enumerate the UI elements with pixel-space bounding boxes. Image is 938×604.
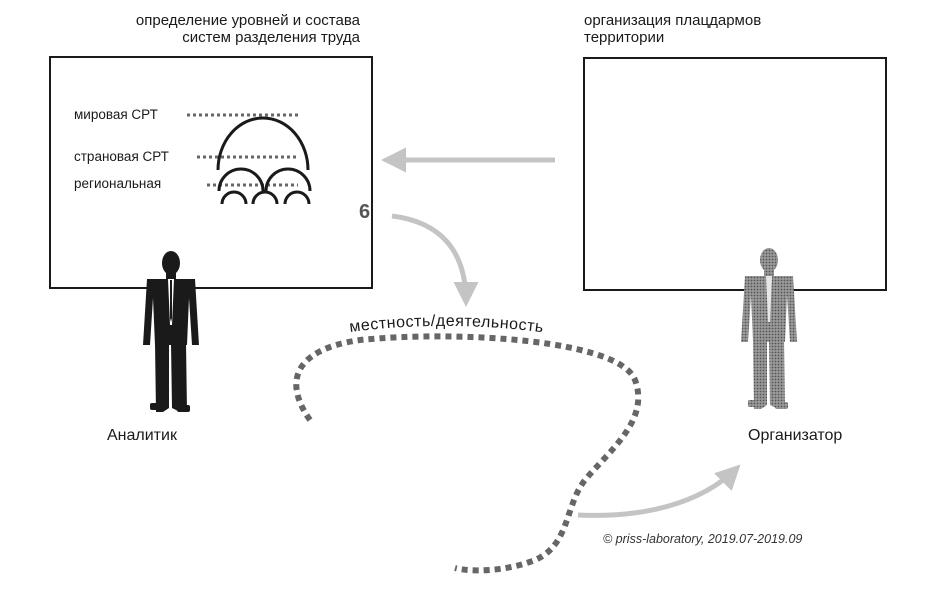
analyst-figure <box>143 251 199 412</box>
arc-country-right <box>264 167 312 192</box>
arc-region-1 <box>220 190 248 205</box>
copyright-credit: © priss-laboratory, 2019.07-2019.09 <box>603 532 803 546</box>
arc-region-2 <box>251 190 279 205</box>
arc-world <box>216 116 310 171</box>
analyst-title-line1: определение уровней и состава <box>135 12 360 29</box>
labour-hierarchy-arcs <box>216 116 312 205</box>
analyst-panel-title: определение уровней и состава систем раз… <box>60 12 360 46</box>
step-number: 6 <box>359 201 371 223</box>
organizer-arrow <box>577 464 741 518</box>
level-label-world: мировая СРТ <box>74 107 158 122</box>
arc-region-3 <box>283 190 311 205</box>
organizer-panel-title: организация плацдармов территории <box>584 12 761 46</box>
analyst-title-line2: систем разделения труда <box>182 29 360 46</box>
level-label-regional: региональная <box>74 176 162 191</box>
arc-country-left <box>217 167 265 192</box>
analyst-label: Аналитик <box>107 427 177 444</box>
level-label-country: страновая СРТ <box>74 149 169 164</box>
analyst-panel <box>49 56 373 289</box>
path-label: местность/деятельность <box>348 313 544 336</box>
organizer-figure <box>741 248 797 409</box>
step-arrow <box>391 213 479 307</box>
organizer-label: Организатор <box>748 427 843 444</box>
organizer-panel <box>583 57 887 291</box>
organizer-title-line1: организация плацдармов <box>584 12 762 29</box>
organizer-title-line2: территории <box>584 29 665 46</box>
terrain-activity-path <box>293 333 642 574</box>
